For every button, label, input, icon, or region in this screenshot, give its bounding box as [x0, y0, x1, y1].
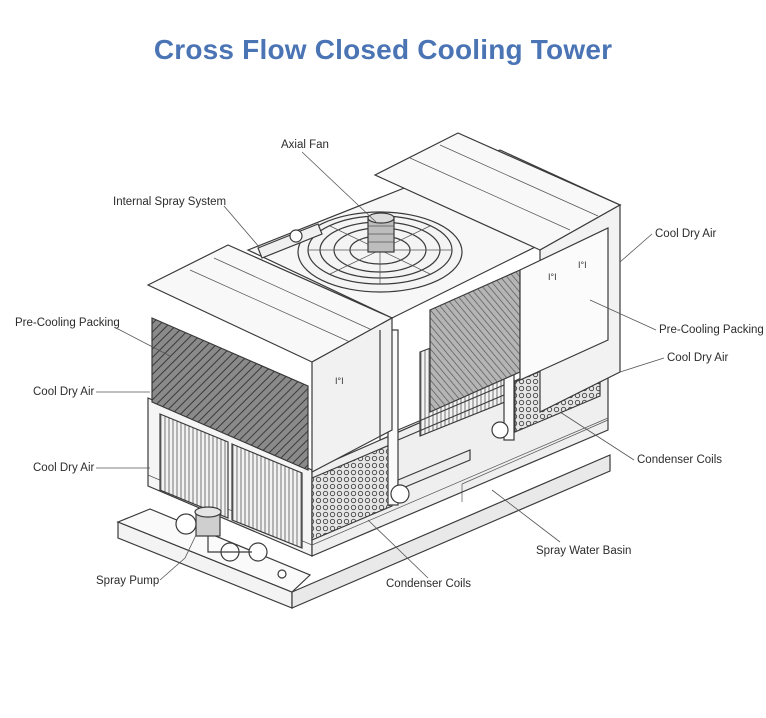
- internal-spray-pipe: [257, 223, 323, 259]
- labels: Axial Fan Internal Spray System Pre-Cool…: [15, 139, 764, 590]
- base-skid: [116, 454, 611, 609]
- right-upper-module: I°I I°I: [373, 132, 622, 413]
- leader-axial-fan: [301, 151, 377, 223]
- label-cool-dry-air-left-lower: Cool Dry Air: [33, 462, 95, 474]
- leader-spray-water-basin: [491, 489, 561, 543]
- leader-internal-spray: [223, 205, 261, 249]
- label-spray-pump: Spray Pump: [96, 575, 159, 587]
- label-condenser-coils-bottom: Condenser Coils: [386, 578, 471, 590]
- label-internal-spray-system: Internal Spray System: [113, 196, 226, 208]
- svg-text:I°I: I°I: [548, 272, 557, 282]
- label-cool-dry-air-right-upper: Cool Dry Air: [655, 228, 717, 240]
- left-condenser-coils: [159, 413, 393, 549]
- label-axial-fan: Axial Fan: [281, 139, 329, 151]
- label-pre-cooling-packing-right: Pre-Cooling Packing: [659, 324, 764, 336]
- label-spray-water-basin: Spray Water Basin: [536, 545, 631, 557]
- leader-lines: [96, 151, 665, 581]
- leader-condenser-coils-bottom: [367, 519, 429, 579]
- leader-cool-dry-air-right-upper: [619, 233, 653, 263]
- label-cool-dry-air-left-upper: Cool Dry Air: [33, 386, 95, 398]
- svg-text:I°I: I°I: [578, 260, 587, 270]
- axial-fan: [297, 211, 463, 293]
- left-upper-module: I°I: [146, 244, 394, 473]
- leader-cool-dry-air-right-lower: [619, 357, 665, 373]
- leader-pre-cooling-left: [115, 327, 171, 357]
- label-pre-cooling-packing-left: Pre-Cooling Packing: [15, 317, 120, 329]
- label-cool-dry-air-right-lower: Cool Dry Air: [667, 352, 729, 364]
- svg-text:I°I: I°I: [335, 376, 344, 386]
- leader-pre-cooling-right: [589, 299, 657, 331]
- spray-pump: [175, 506, 287, 579]
- leader-spray-pump: [159, 534, 197, 581]
- label-condenser-coils-right: Condenser Coils: [637, 454, 722, 466]
- leader-condenser-coils-right: [559, 411, 635, 461]
- diagram-title: Cross Flow Closed Cooling Tower: [153, 34, 613, 65]
